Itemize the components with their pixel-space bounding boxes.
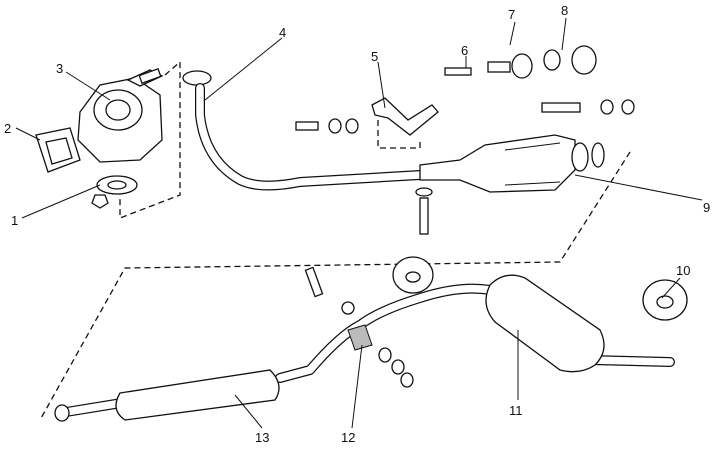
callout-2: 2 xyxy=(4,121,11,136)
callout-labels: 1 2 3 4 5 6 7 8 9 10 11 12 13 xyxy=(4,3,710,445)
callout-8: 8 xyxy=(561,3,568,18)
callout-1: 1 xyxy=(11,213,18,228)
callout-4: 4 xyxy=(279,25,286,40)
front-pipe-4 xyxy=(182,70,425,191)
callout-9: 9 xyxy=(703,200,710,215)
leader-lines xyxy=(15,17,703,429)
rear-exhaust-assembly xyxy=(54,274,675,422)
callout-7: 7 xyxy=(508,7,515,22)
gasket-1 xyxy=(91,175,138,209)
callout-13: 13 xyxy=(255,430,269,445)
callout-5: 5 xyxy=(371,49,378,64)
gasket-2 xyxy=(35,127,81,173)
catalytic-converter-9 xyxy=(419,134,605,193)
callout-11: 11 xyxy=(509,403,523,418)
callout-3: 3 xyxy=(56,61,63,76)
bracket-5 xyxy=(371,97,439,136)
rear-silencer-11 xyxy=(485,274,605,373)
callout-6: 6 xyxy=(461,43,468,58)
center-silencer-13 xyxy=(115,369,280,421)
manifold-cover-3 xyxy=(77,67,164,163)
assembly-guide-lines xyxy=(39,60,631,421)
rubber-hanger-10 xyxy=(392,256,688,321)
clamp-12 xyxy=(347,324,373,351)
fasteners xyxy=(295,45,635,388)
callout-10: 10 xyxy=(676,263,690,278)
callout-12: 12 xyxy=(341,430,355,445)
